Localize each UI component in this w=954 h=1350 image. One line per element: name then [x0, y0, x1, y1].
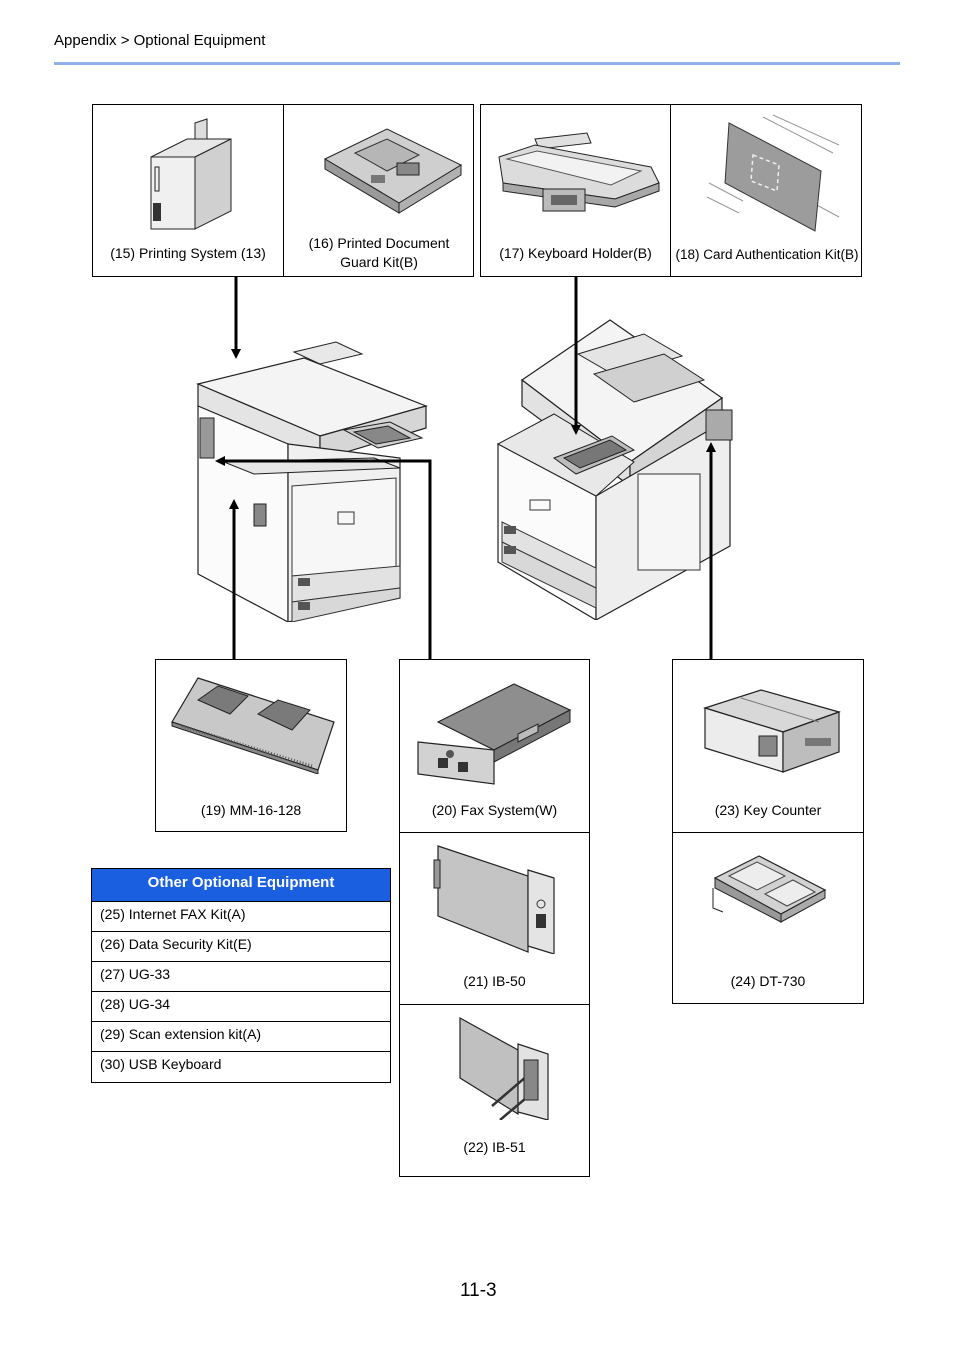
key-counter-illustration	[701, 686, 843, 774]
caption-dt730: (24) DT-730	[730, 973, 806, 989]
caption-key-counter: (23) Key Counter	[714, 802, 822, 818]
printing-system-illustration	[137, 117, 237, 235]
table-row: (28) UG-34	[92, 992, 390, 1022]
dt730-illustration	[709, 852, 829, 928]
fax-system-illustration	[414, 678, 578, 786]
page-number: 11-3	[460, 1280, 497, 1301]
caption-printed-document-guard-line2: Guard Kit(B)	[340, 254, 418, 270]
arrow-fax-system	[215, 456, 432, 659]
table-row: (27) UG-33	[92, 962, 390, 992]
box-divider	[400, 832, 589, 833]
ib51-illustration	[456, 1014, 556, 1120]
box-divider	[283, 105, 284, 276]
caption-printed-document-guard-line1: (16) Printed Document	[308, 235, 450, 251]
table-row: (26) Data Security Kit(E)	[92, 932, 390, 962]
caption-ib51: (22) IB-51	[463, 1139, 526, 1155]
table-row: (30) USB Keyboard	[100, 1056, 222, 1072]
caption-keyboard-holder: (17) Keyboard Holder(B)	[499, 245, 652, 261]
caption-memory: (19) MM-16-128	[200, 802, 302, 818]
table-row: (29) Scan extension kit(A)	[92, 1022, 390, 1052]
printed-document-guard-illustration	[315, 123, 465, 223]
box-divider	[673, 832, 863, 833]
caption-printing-system: (15) Printing System (13)	[110, 245, 266, 261]
box-divider	[400, 1004, 589, 1005]
option-box-15-16: (15) Printing System (13) (16) Printed D…	[92, 104, 474, 277]
mfp-front-illustration	[494, 314, 738, 620]
ib50-illustration	[432, 842, 562, 954]
header-rule	[54, 62, 900, 65]
box-divider	[670, 105, 671, 276]
option-box-23-24: (23) Key Counter (24) DT-730	[672, 659, 864, 1004]
table-row: (25) Internet FAX Kit(A)	[92, 902, 390, 932]
option-box-20-22: (20) Fax System(W) (21) IB-50 (22) IB-51	[399, 659, 590, 1177]
caption-fax-system: (20) Fax System(W)	[431, 802, 558, 818]
caption-ib50: (21) IB-50	[463, 973, 526, 989]
option-box-19: (19) MM-16-128	[155, 659, 347, 832]
card-authentication-illustration	[703, 113, 843, 233]
memory-module-illustration	[168, 674, 336, 774]
breadcrumb: Appendix > Optional Equipment	[54, 32, 266, 49]
caption-card-authentication: (18) Card Authentication Kit(B)	[675, 247, 859, 262]
keyboard-holder-illustration	[491, 129, 667, 221]
other-optional-equipment-table: Other Optional Equipment (25) Internet F…	[91, 868, 391, 1083]
table-header: Other Optional Equipment	[92, 869, 390, 902]
option-box-17-18: (17) Keyboard Holder(B) (18) Card Authen…	[480, 104, 862, 277]
